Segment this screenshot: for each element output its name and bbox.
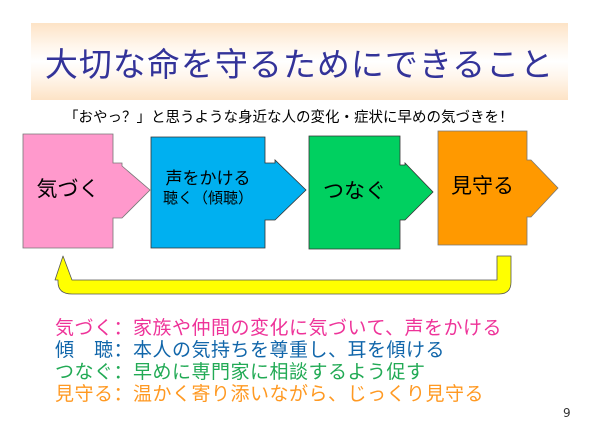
- description-text: ：家族や仲間の変化に気づいて、声をかける: [113, 317, 502, 339]
- description-text: ：早めに専門家に相談するよう促す: [113, 361, 426, 383]
- step-label-notice: 気づく: [36, 177, 100, 201]
- description-term: つなぐ: [55, 361, 114, 383]
- step-label-listen-line2: 聴く（傾聴）: [162, 188, 253, 207]
- step-label-watch: 見守る: [451, 174, 514, 198]
- step-label-listen: 声をかける 聴く（傾聴）: [151, 169, 265, 207]
- slide-title: 大切な命を守るためにできること: [44, 44, 555, 84]
- slide-subtitle: 「おやっ？」と思うような身近な人の変化・症状に早めの気づきを！: [64, 110, 514, 126]
- description-listen: 傾 聴：本人の気持ちを尊重し、耳を傾ける: [55, 335, 445, 362]
- step-shape-listen: [150, 136, 307, 249]
- page-number: 9: [563, 406, 571, 420]
- step-label-listen-line1: 声をかける: [165, 169, 251, 189]
- description-text: ：本人の気持ちを尊重し、耳を傾ける: [113, 339, 446, 361]
- description-term: 気づく: [55, 317, 114, 339]
- description-term: 傾 聴: [55, 339, 114, 361]
- step-shape-watch: [437, 130, 559, 246]
- description-text: ：温かく寄り添いながら、じっくり見守る: [113, 383, 485, 405]
- cycle-arrow-icon: [54, 255, 512, 295]
- description-term: 見守る: [55, 383, 114, 405]
- step-shape-connect: [308, 135, 434, 250]
- step-shape-notice: [22, 133, 151, 249]
- description-watch: 見守る：温かく寄り添いながら、じっくり見守る: [55, 379, 484, 406]
- description-notice: 気づく：家族や仲間の変化に気づいて、声をかける: [55, 313, 502, 340]
- title-banner: 大切な命を守るためにできること: [31, 23, 568, 100]
- description-connect: つなぐ：早めに専門家に相談するよう促す: [55, 357, 426, 384]
- step-label-connect: つなぐ: [323, 179, 386, 203]
